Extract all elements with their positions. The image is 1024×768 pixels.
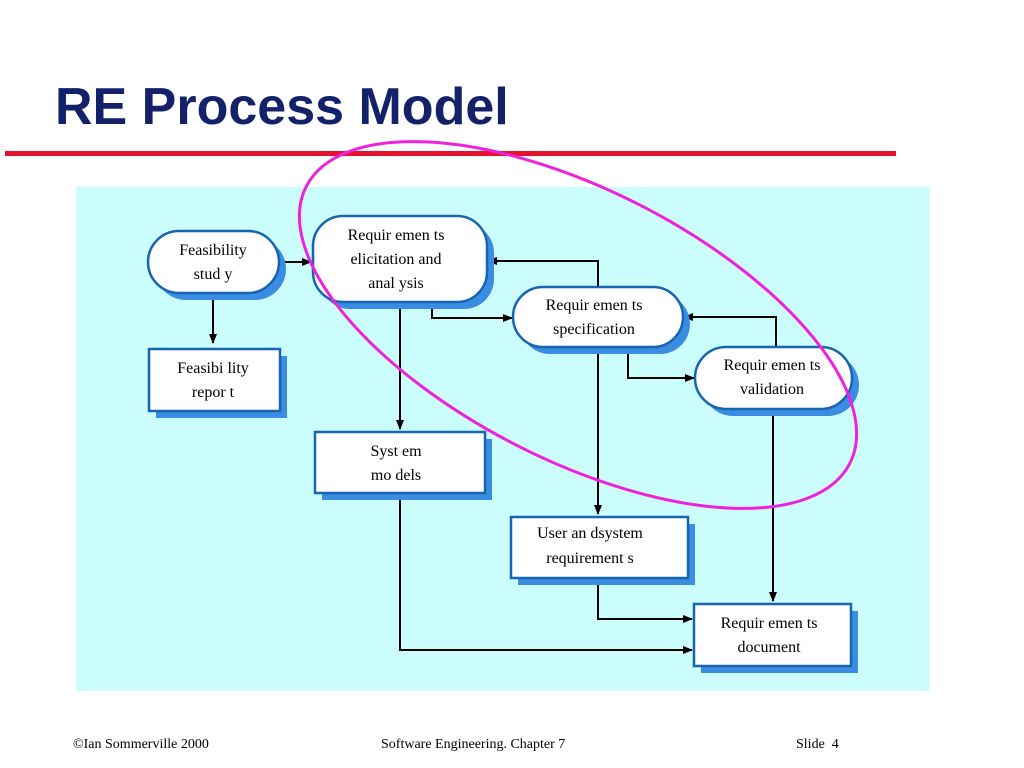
slide-title: RE Process Model bbox=[55, 78, 509, 136]
node-body bbox=[147, 347, 282, 413]
node-feasibility-study: Feasibility stud y bbox=[146, 229, 286, 300]
node-label: Requir emen ts bbox=[721, 615, 818, 632]
node-body bbox=[509, 515, 690, 580]
node-label: Syst em bbox=[370, 443, 422, 460]
footer-slide-number: Slide 4 bbox=[796, 737, 839, 753]
node-body bbox=[692, 602, 853, 668]
node-label: Requir emen ts bbox=[724, 357, 821, 374]
node-label: Requir emen ts bbox=[348, 227, 445, 244]
arrow-specification-to-validation bbox=[627, 347, 695, 382]
arrow-system-models-to-document bbox=[399, 494, 693, 654]
footer-copyright: ©Ian Sommerville 2000 bbox=[73, 737, 209, 752]
slide-label: Slide bbox=[796, 737, 825, 752]
node-label: validation bbox=[740, 381, 804, 398]
node-label: elicitation and bbox=[350, 251, 441, 268]
arrow-specification-to-elicitation bbox=[487, 257, 599, 287]
node-requirements-specification: Requir emen ts specification bbox=[511, 285, 690, 354]
node-requirements-validation: Requir emen ts validation bbox=[693, 345, 859, 416]
title-rule bbox=[5, 151, 896, 156]
node-label: Feasibility bbox=[179, 242, 247, 259]
node-label: repor t bbox=[192, 384, 235, 401]
slide-number: 4 bbox=[831, 737, 839, 752]
node-label: mo dels bbox=[371, 467, 421, 484]
arrow-user-requirements-to-document bbox=[597, 579, 693, 623]
node-label: stud y bbox=[194, 266, 233, 283]
node-label: specification bbox=[553, 321, 635, 338]
node-body bbox=[511, 285, 685, 349]
highlight-ellipse bbox=[297, 140, 859, 510]
node-requirements-elicitation: Requir emen ts elicitation and anal ysis bbox=[311, 214, 494, 309]
node-body bbox=[313, 430, 487, 495]
node-requirements-document: Requir emen ts document bbox=[692, 602, 858, 673]
node-label: document bbox=[737, 639, 801, 656]
node-label: Requir emen ts bbox=[546, 297, 643, 314]
node-feasibility-report: Feasibi lity repor t bbox=[147, 347, 287, 418]
node-user-system-requirements: User an dsystem requirement s bbox=[509, 515, 695, 585]
node-label: requirement s bbox=[546, 550, 634, 567]
arrow-validation-to-specification bbox=[683, 313, 777, 347]
node-body bbox=[146, 229, 281, 295]
footer-course: Software Engineering. Chapter 7 bbox=[381, 737, 566, 752]
node-label: User an dsystem bbox=[537, 525, 643, 542]
node-label: anal ysis bbox=[368, 275, 424, 292]
node-body bbox=[311, 214, 489, 304]
node-label: Feasibi lity bbox=[177, 360, 249, 377]
node-body bbox=[693, 345, 854, 411]
node-system-models: Syst em mo dels bbox=[313, 430, 492, 500]
